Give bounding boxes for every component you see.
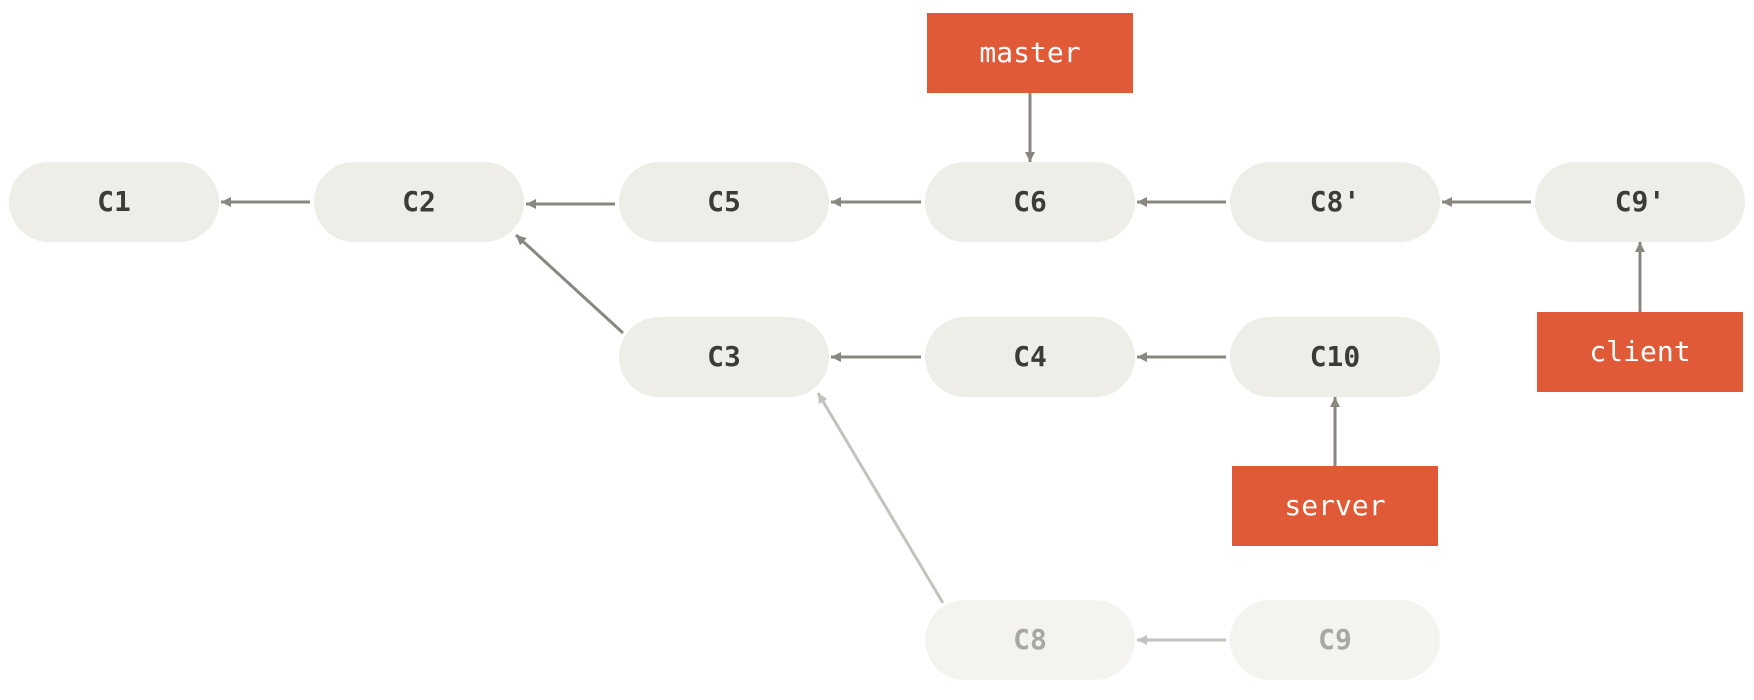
commit-node-c10: C10 [1230,317,1440,397]
commit-pill [9,162,219,242]
commit-node-c9p: C9' [1535,162,1745,242]
branch-box [1537,312,1743,392]
commit-node-c8: C8 [925,600,1135,680]
commit-pill [925,317,1135,397]
commit-pill [925,162,1135,242]
commit-label: C5 [707,185,741,218]
commit-node-c5: C5 [619,162,829,242]
commit-label: C2 [402,185,436,218]
branch-master: master [927,13,1133,93]
commit-label: C9' [1615,185,1666,218]
arrow-c3-to-c2 [514,233,625,335]
commit-pill [1535,162,1745,242]
commit-label: C3 [707,340,741,373]
commit-pill [1230,162,1440,242]
commit-label: C9 [1318,623,1352,656]
commit-label: C8' [1310,185,1361,218]
branch-box [927,13,1133,93]
arrow-c8-to-c3 [816,392,945,604]
commit-pill [619,317,829,397]
commit-label: C10 [1310,340,1361,373]
branch-box [1232,466,1438,546]
commit-pill [314,162,524,242]
commit-label: C6 [1013,185,1047,218]
branch-label: client [1589,335,1690,368]
commit-pill [925,600,1135,680]
branch-label: server [1284,489,1385,522]
commit-node-c2: C2 [314,162,524,242]
commit-pill [619,162,829,242]
edges-layer [221,93,1645,645]
branch-server: server [1232,466,1438,546]
commit-node-c1: C1 [9,162,219,242]
branch-label: master [979,36,1080,69]
commit-node-c3: C3 [619,317,829,397]
commit-node-c4: C4 [925,317,1135,397]
commit-label: C1 [97,185,131,218]
commit-label: C4 [1013,340,1047,373]
branch-client: client [1537,312,1743,392]
commit-node-c9: C9 [1230,600,1440,680]
commit-label: C8 [1013,623,1047,656]
commit-node-c8p: C8' [1230,162,1440,242]
commit-node-c6: C6 [925,162,1135,242]
commit-pill [1230,317,1440,397]
commit-pill [1230,600,1440,680]
